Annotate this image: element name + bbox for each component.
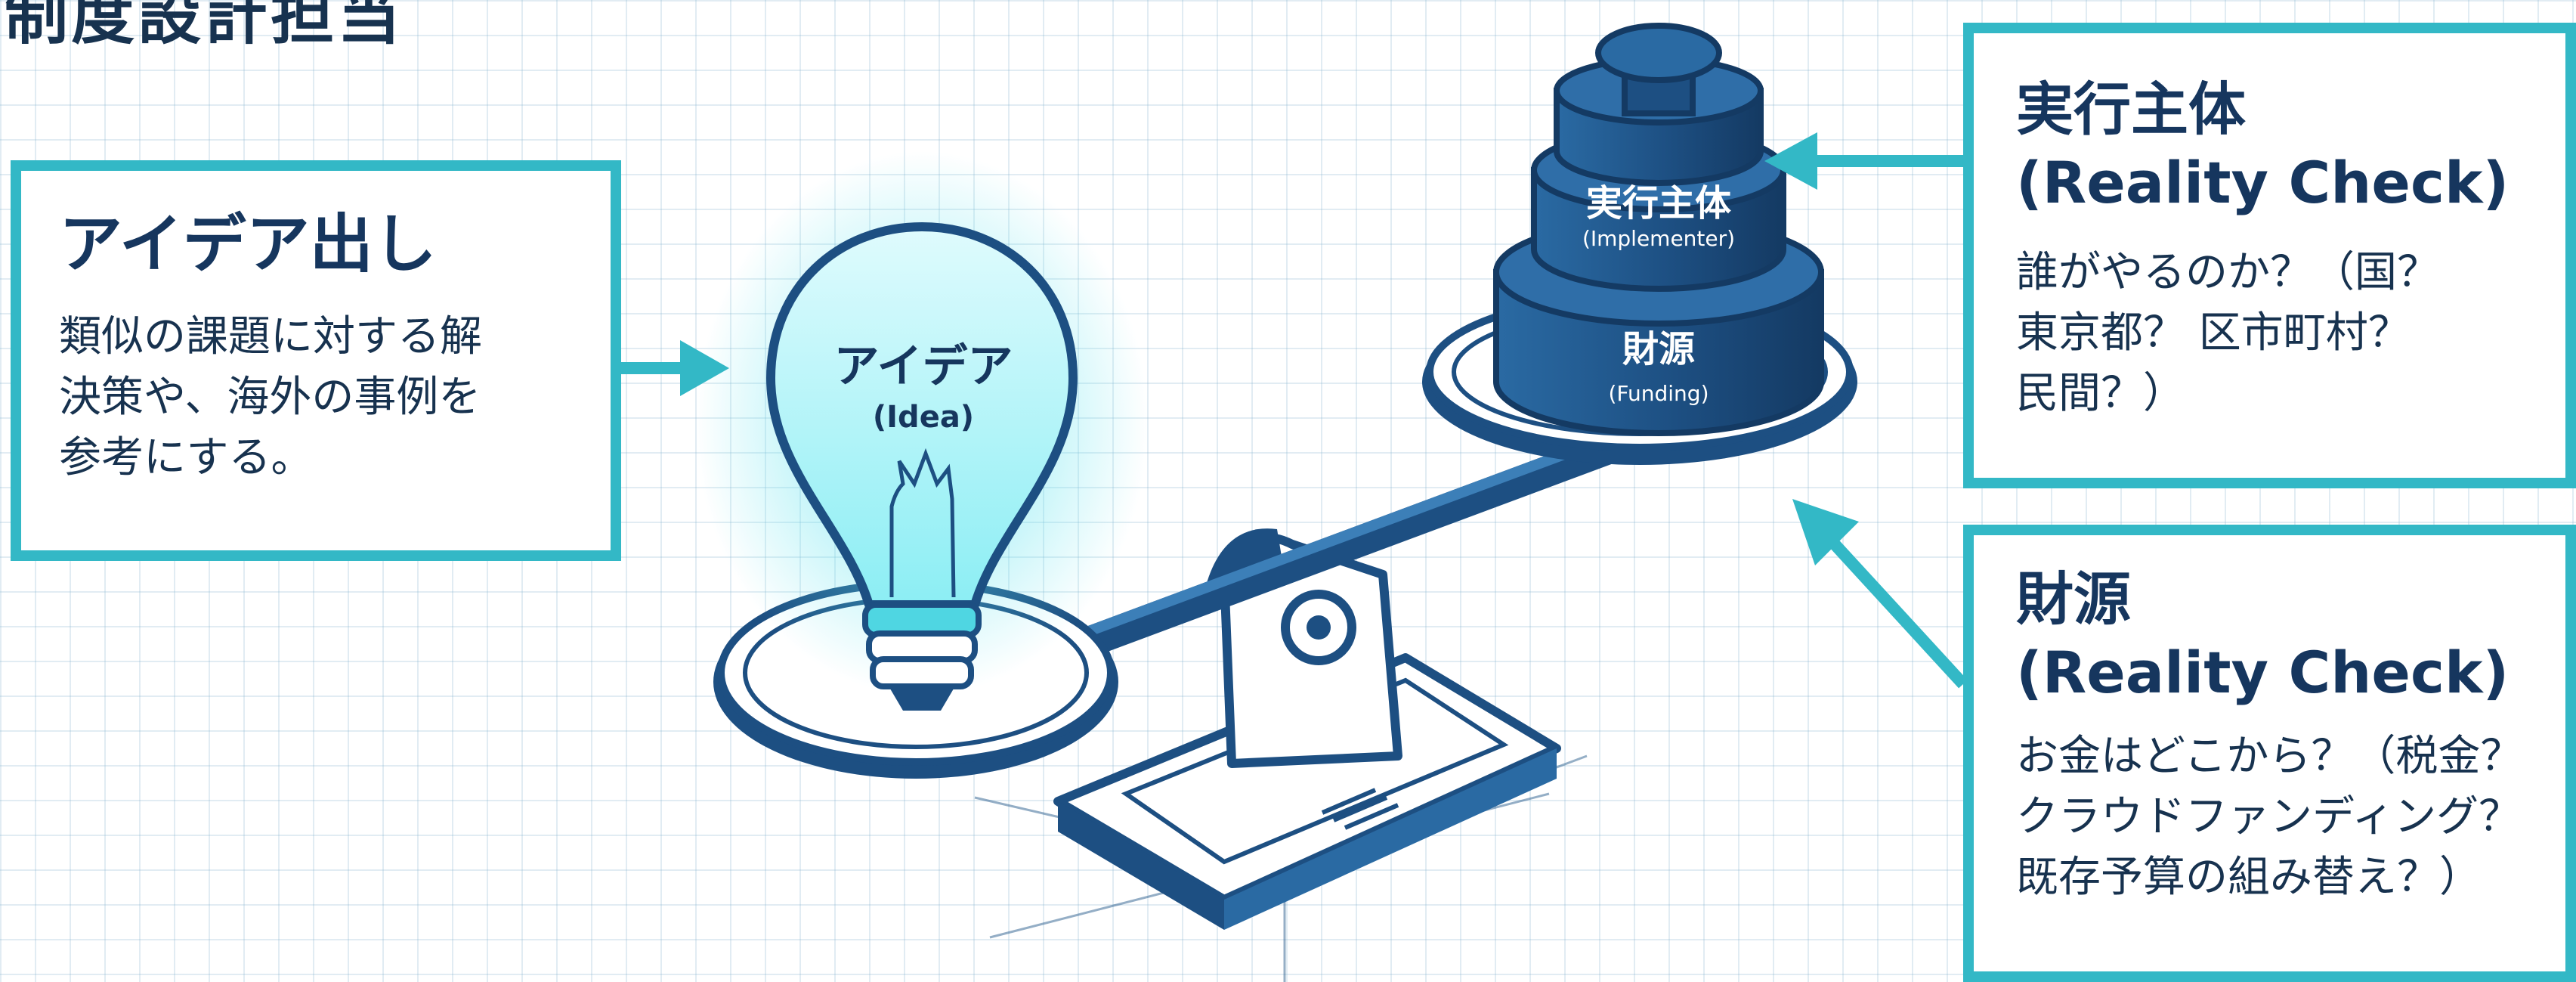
callout-funding-title-jp: 財源 bbox=[2016, 565, 2131, 633]
callout-idea: アイデア出し 類似の課題に対する解 決策や、海外の事例を 参考にする。 bbox=[11, 160, 621, 561]
callout-funding-title-en: (Reality Check) bbox=[2016, 639, 2510, 707]
bulb-label-jp: アイデア bbox=[834, 340, 1013, 393]
arrow-implementer-to-weight bbox=[1764, 132, 1963, 190]
scale-beam bbox=[982, 423, 1640, 695]
weight-top-label-en: (Implementer) bbox=[1582, 226, 1735, 251]
lightbulb-icon: アイデア (Idea) bbox=[695, 151, 1149, 711]
callout-implementer-title-en: (Reality Check) bbox=[2016, 149, 2510, 217]
page-heading: 制度設計担当 bbox=[5, 0, 404, 53]
bulb-label-en: (Idea) bbox=[873, 400, 974, 435]
callout-idea-body: 類似の課題に対する解 決策や、海外の事例を 参考にする。 bbox=[59, 311, 482, 482]
callout-implementer-title-jp: 実行主体 bbox=[2016, 76, 2246, 143]
arrow-idea-to-bulb bbox=[621, 340, 729, 396]
weight-bottom-label-jp: 財源 bbox=[1622, 328, 1695, 370]
stacked-weight-icon: 実行主体 (Implementer) 財源 (Funding) bbox=[1493, 23, 1824, 436]
callout-funding-body: お金はどこから？（税金？ クラウドファンディング？ 既存予算の組み替え？） bbox=[2016, 731, 2523, 902]
weight-bottom-label-en: (Funding) bbox=[1609, 381, 1709, 406]
callout-funding: 財源 (Reality Check) お金はどこから？（税金？ クラウドファンデ… bbox=[1963, 525, 2576, 982]
arrow-funding-to-pan bbox=[1792, 499, 1968, 689]
callout-idea-title: アイデア出し bbox=[59, 207, 437, 281]
weight-top-label-jp: 実行主体 bbox=[1586, 182, 1731, 225]
callout-implementer-body: 誰がやるのか？（国？ 東京都？ 区市町村？ 民間？） bbox=[2016, 247, 2439, 418]
callout-implementer: 実行主体 (Reality Check) 誰がやるのか？（国？ 東京都？ 区市町… bbox=[1963, 23, 2576, 488]
